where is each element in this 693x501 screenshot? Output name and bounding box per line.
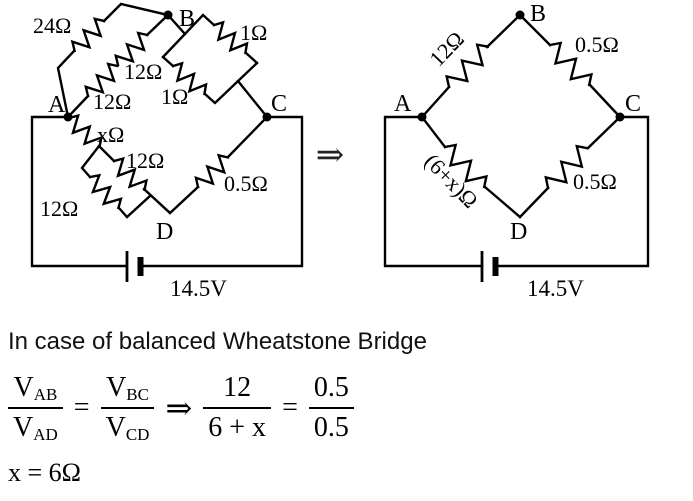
vab-numerator: VAB <box>13 371 58 404</box>
right-outer-wire-right <box>494 115 650 268</box>
right-dc-wire <box>518 115 622 219</box>
left-node-a-label: A <box>48 92 66 118</box>
denominator-6px: 6 + x <box>203 406 272 444</box>
solution-text: In case of balanced Wheatstone Bridge VA… <box>0 328 693 488</box>
fraction-05-over-05: 0.5 0.5 <box>308 371 354 444</box>
left-ad-bump-wire <box>80 144 152 219</box>
left-node-b-dot <box>163 10 173 20</box>
left-ad-wire-inner <box>97 144 172 215</box>
left-ab-wire <box>66 13 170 119</box>
numerator-05: 0.5 <box>313 371 349 403</box>
result-line: x = 6Ω <box>8 458 81 488</box>
left-outer-wire-right <box>139 115 304 268</box>
left-node-d-label: D <box>156 219 173 245</box>
denominator-05: 0.5 <box>308 406 354 444</box>
left-circuit: A B C D 24Ω 12Ω 12Ω 1Ω 1Ω xΩ 12Ω 12Ω 0.5… <box>30 2 304 301</box>
left-bc-inner-value: 1Ω <box>161 84 188 109</box>
right-node-c-dot <box>615 112 625 122</box>
right-bc-wire <box>518 13 622 119</box>
left-bc-loop-upper <box>161 13 259 65</box>
equation-line: VAB VAD = VBC VCD ⇒ 12 6 + x = 0.5 0.5 <box>8 372 693 444</box>
numerator-12: 12 <box>223 371 252 403</box>
right-node-c-label: C <box>625 91 641 117</box>
implies-arrow-icon: ⇒ <box>316 137 345 174</box>
fraction-12-over-6px: 12 6 + x <box>203 371 272 444</box>
right-dc-value: 0.5Ω <box>573 169 617 194</box>
left-ad-outer-value: 12Ω <box>40 196 78 221</box>
left-ab-inner-lower-value: 12Ω <box>93 89 131 114</box>
vcd-denominator: VCD <box>100 406 155 444</box>
left-node-b-label: B <box>179 6 195 32</box>
equals-sign-1: = <box>73 391 90 423</box>
left-dc-value: 0.5Ω <box>224 171 268 196</box>
right-bc-value: 0.5Ω <box>575 32 619 57</box>
left-ab-outer-value: 24Ω <box>33 13 71 38</box>
right-battery-voltage: 14.5V <box>527 276 584 301</box>
right-node-a-label: A <box>394 91 412 117</box>
left-bc-loop-lower <box>161 55 259 105</box>
right-node-a-dot <box>417 112 427 122</box>
left-outer-wire-left <box>30 115 128 268</box>
right-circuit: A B C D 12Ω 0.5Ω (6+x)Ω 0.5Ω 14.5V <box>383 1 650 301</box>
right-ab-wire <box>420 13 522 119</box>
left-ad-x-value: xΩ <box>97 122 124 147</box>
right-ad-wire <box>420 115 522 219</box>
vad-denominator: VAD <box>8 406 63 444</box>
left-ab-resistor-outer <box>67 14 111 58</box>
intro-line: In case of balanced Wheatstone Bridge <box>8 328 427 355</box>
fraction-vab-over-vad: VAB VAD <box>8 372 63 444</box>
left-node-c-dot <box>262 112 272 122</box>
vbc-numerator: VBC <box>106 371 149 404</box>
left-ad-inner-value: 12Ω <box>126 148 164 173</box>
equals-sign-2: = <box>282 391 298 423</box>
left-node-c-label: C <box>271 91 287 117</box>
left-node-a-dot <box>63 112 73 122</box>
right-node-b-dot <box>515 10 525 20</box>
fraction-vbc-over-vcd: VBC VCD <box>100 371 155 444</box>
left-ab-inner-upper-value: 12Ω <box>124 59 162 84</box>
right-node-d-label: D <box>510 219 527 245</box>
left-bc-connector-c <box>236 79 269 119</box>
left-dc-wire <box>168 115 269 215</box>
left-ab-bump-wire <box>56 2 170 119</box>
left-bc-outer-value: 1Ω <box>240 20 267 45</box>
left-ad-resistor-outer <box>82 170 126 215</box>
right-outer-wire-left <box>383 115 483 268</box>
right-node-b-label: B <box>530 1 546 27</box>
left-battery-voltage: 14.5V <box>170 276 227 301</box>
implies-sign: ⇒ <box>165 389 193 426</box>
circuit-diagrams: A B C D 24Ω 12Ω 12Ω 1Ω 1Ω xΩ 12Ω 12Ω 0.5… <box>30 1 650 301</box>
